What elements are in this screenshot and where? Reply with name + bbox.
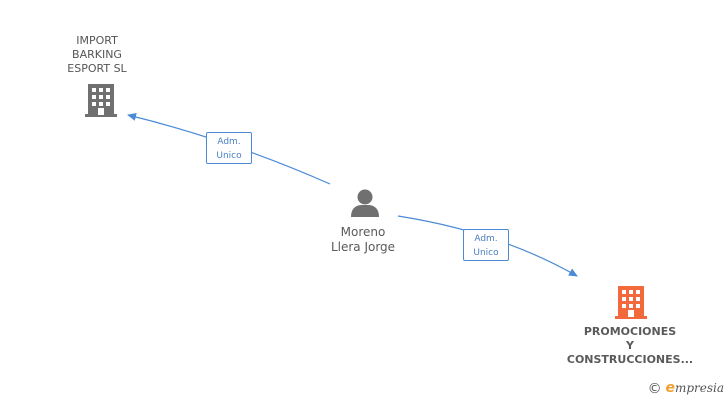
company-name-label[interactable]: PROMOCIONES Y CONSTRUCCIONES...: [566, 325, 694, 366]
brand-initial: e: [665, 380, 675, 396]
person-name-label[interactable]: Moreno Llera Jorge: [330, 225, 396, 254]
brand-name: mpresia: [674, 381, 724, 395]
company-name-label[interactable]: IMPORT BARKING ESPORT SL: [67, 34, 127, 75]
role-label-line: Adm.: [474, 234, 498, 244]
watermark: © empresia: [648, 380, 724, 397]
role-label-line: Adm.: [217, 137, 241, 147]
role-label: Adm. Unico: [206, 132, 252, 164]
copyright-icon: ©: [647, 381, 662, 397]
building-icon[interactable]: [615, 286, 647, 319]
building-icon[interactable]: [85, 84, 117, 117]
person-icon[interactable]: [351, 189, 379, 218]
role-label-line: Unico: [473, 248, 499, 258]
role-label-line: Unico: [216, 151, 242, 161]
role-label: Adm. Unico: [463, 229, 509, 261]
